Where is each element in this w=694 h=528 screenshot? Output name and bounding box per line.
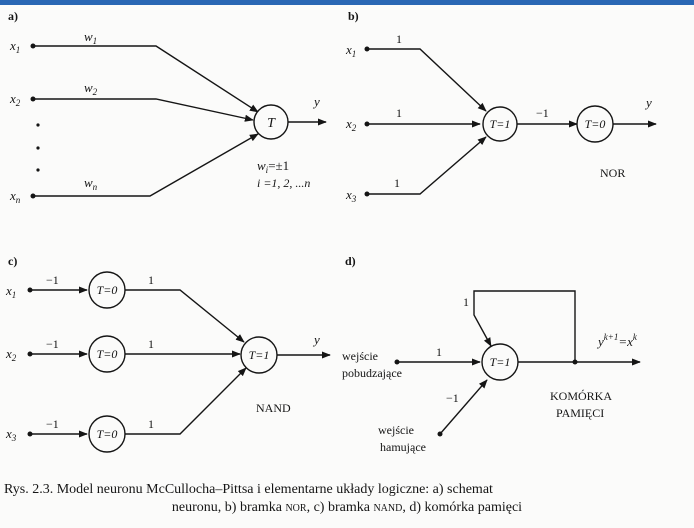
panel-d-neuron-label: T=1 [490, 355, 511, 369]
panel-b-output-label: y [644, 95, 652, 110]
panel-a-edge-1 [33, 45, 259, 113]
panel-c-input-1: x1 [5, 283, 16, 300]
panel-c: c) x1 x2 x3 −1 −1 −1 T=0 T=0 T=0 1 1 [5, 254, 331, 453]
panel-c-out-weight-1: 1 [148, 273, 154, 287]
panel-a-input-2: x2 [9, 91, 21, 108]
panel-d-feedback-weight: 1 [463, 295, 469, 309]
panel-b-input-1: x1 [345, 42, 356, 59]
panel-b-neuron-or-label: T=1 [490, 117, 511, 131]
panel-c-neuron-2-label: T=0 [97, 347, 118, 361]
panel-d-cell-label-2: PAMIĘCI [556, 406, 604, 420]
panel-b-weight-2: 1 [396, 106, 402, 120]
panel-a-edge-2 [33, 98, 254, 122]
panel-b-weight-3: 1 [394, 176, 400, 190]
panel-a-index-note: i =1, 2, ...n [257, 176, 310, 190]
panel-d-output-equation: yk+1=xk [596, 332, 638, 349]
panel-a-input-1: x1 [9, 38, 20, 55]
panel-d-feedback-loop [473, 290, 576, 362]
panel-d-excitatory-weight: 1 [436, 345, 442, 359]
panel-a-weight-n: wn [84, 175, 98, 192]
panel-c-out-weight-2: 1 [148, 337, 154, 351]
panel-c-in-weight-2: −1 [46, 337, 59, 351]
panel-b-gate-name: NOR [600, 166, 625, 180]
panel-d-inhibitory-label-1: wejście [378, 423, 414, 437]
top-border [0, 0, 694, 5]
panel-d-inhibitory-label-2: hamujące [380, 440, 426, 454]
ellipsis-dot [36, 168, 40, 172]
ellipsis-dot [36, 123, 40, 127]
panel-a-input-n: xn [9, 188, 21, 205]
panel-a: a) x1 x2 xn w1 w2 wn T y wi=±1 i =1, 2, … [8, 9, 327, 205]
ellipsis-dot [36, 146, 40, 150]
panel-c-output-label: y [312, 332, 320, 347]
panel-d-excitatory-label-1: wejście [342, 349, 378, 363]
panel-d: d) wejście pobudzające 1 wejście hamując… [342, 254, 641, 454]
panel-b-weight-1: 1 [396, 32, 402, 46]
panel-b: b) x1 x2 x3 1 1 1 T=1 −1 T=0 y NOR [345, 9, 657, 204]
panel-a-edge-n [33, 133, 259, 197]
panel-d-inhibitory-edge [439, 379, 488, 435]
panel-c-neuron-1-label: T=0 [97, 283, 118, 297]
panel-c-neuron-out-label: T=1 [249, 348, 270, 362]
panel-c-out-edge-1 [125, 289, 245, 343]
caption-line-1: Rys. 2.3. Model neuronu McCullocha–Pitts… [4, 482, 493, 497]
panel-d-label: d) [345, 254, 356, 268]
panel-c-out-edge-3 [125, 367, 247, 435]
panel-a-weight-note: wi=±1 [257, 158, 289, 175]
panel-c-in-weight-1: −1 [46, 273, 59, 287]
panel-d-excitatory-label-2: pobudzające [342, 366, 402, 380]
panel-a-weight-1: w1 [84, 29, 97, 46]
panel-c-input-3: x3 [5, 426, 17, 443]
panel-b-input-3: x3 [345, 187, 357, 204]
panel-b-edge-1 [367, 48, 487, 112]
panel-d-inhibitory-weight: −1 [446, 391, 459, 405]
panel-c-in-weight-3: −1 [46, 417, 59, 431]
panel-c-neuron-3-label: T=0 [97, 427, 118, 441]
panel-b-edge-3 [367, 136, 487, 195]
caption-line-2: neuronu, b) bramka nor, c) bramka nand, … [171, 500, 523, 515]
panel-a-neuron-label: T [267, 116, 276, 131]
panel-c-input-2: x2 [5, 346, 17, 363]
panel-c-gate-name: NAND [256, 401, 291, 415]
panel-a-output-label: y [312, 94, 320, 109]
panel-a-label: a) [8, 9, 18, 23]
panel-b-neuron-not-label: T=0 [585, 117, 606, 131]
panel-b-input-2: x2 [345, 116, 357, 133]
panel-c-label: c) [8, 254, 17, 268]
panel-b-label: b) [348, 9, 359, 23]
figure-diagram: a) x1 x2 xn w1 w2 wn T y wi=±1 i =1, 2, … [5, 9, 657, 454]
panel-c-out-weight-3: 1 [148, 417, 154, 431]
panel-d-cell-label-1: KOMÓRKA [550, 389, 612, 403]
panel-a-weight-2: w2 [84, 80, 98, 97]
panel-b-link-weight: −1 [536, 106, 549, 120]
